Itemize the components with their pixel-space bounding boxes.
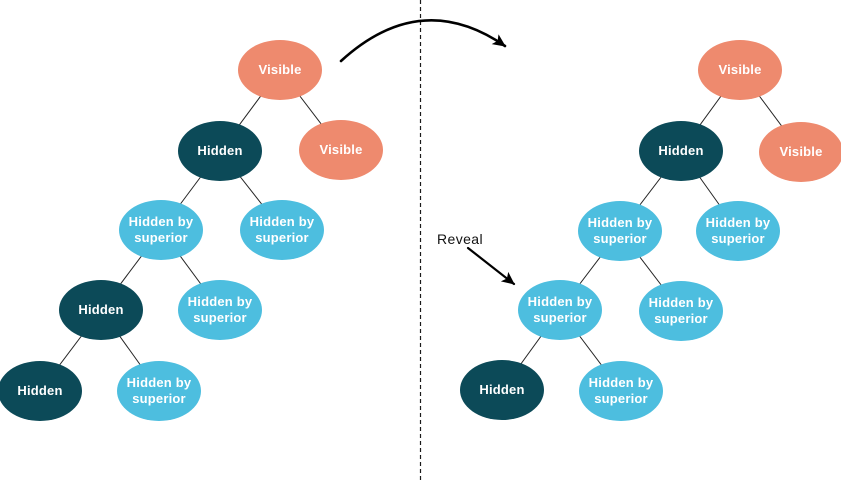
tree-edge [680, 69, 741, 152]
tree-edge [619, 150, 682, 232]
tree-edge [39, 309, 102, 392]
tree-edge [501, 309, 561, 391]
tree-edge [559, 309, 622, 392]
tree-edge [160, 150, 221, 231]
tree-edges [39, 69, 802, 392]
transform-arrow [339, 19, 507, 63]
tree-edge [100, 309, 160, 392]
tree-edge [279, 69, 342, 151]
tree-edge [619, 230, 682, 312]
tree-edge [559, 230, 621, 311]
tree-edge [100, 229, 162, 311]
tree-edge [219, 150, 283, 231]
tree-edge [160, 229, 221, 311]
tree-edge [680, 150, 739, 232]
tree-edge [739, 69, 802, 153]
tree-edge [219, 69, 281, 152]
reveal-arrow [466, 246, 516, 286]
reveal-annotation-label: Reveal [437, 231, 483, 247]
